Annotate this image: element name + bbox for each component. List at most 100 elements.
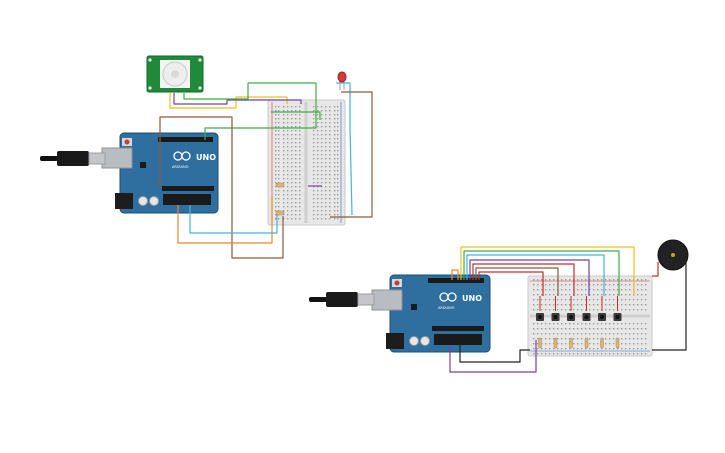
resistor[interactable] (584, 337, 589, 349)
push-button-cap (615, 315, 620, 319)
right-wire-buzzer-black[interactable] (652, 262, 687, 351)
right-push-buttons[interactable] (536, 313, 622, 321)
breadboard-hole (275, 158, 277, 160)
breadboard-hole (537, 338, 539, 340)
breadboard-hole (275, 146, 277, 148)
right-digital-header (428, 278, 484, 283)
breadboard-hole (569, 304, 571, 306)
right-wire-buzzer-red[interactable] (652, 262, 659, 277)
breadboard-hole (565, 299, 567, 301)
breadboard-hole (645, 309, 647, 311)
left-resistor[interactable] (275, 182, 285, 188)
right-wire-green[interactable] (463, 250, 620, 296)
right-circuit[interactable]: UNO ARDUINO (309, 239, 689, 373)
right-wire-purple[interactable] (469, 259, 590, 296)
breadboard-hole (325, 114, 327, 116)
left-wire-blue-signal[interactable] (189, 205, 278, 234)
breadboard-hole (337, 178, 339, 180)
breadboard-hole (605, 299, 607, 301)
left-circuit[interactable]: UNO ARDUINO (40, 55, 373, 259)
breadboard-hole (541, 284, 543, 286)
left-led[interactable] (337, 71, 347, 90)
left-arduino-board[interactable] (119, 132, 219, 214)
breadboard-hole (334, 174, 336, 176)
breadboard-hole (633, 338, 635, 340)
breadboard-hole (313, 162, 315, 164)
breadboard-hole (641, 328, 643, 330)
push-button-cap (569, 315, 573, 319)
right-wire-orange[interactable] (451, 269, 459, 280)
breadboard-hole (561, 289, 563, 291)
right-analog-header (432, 326, 484, 331)
left-breadboard[interactable] (267, 99, 346, 226)
right-arduino-board[interactable] (389, 274, 491, 353)
breadboard-hole (287, 162, 289, 164)
left-led-icon[interactable] (337, 71, 347, 83)
breadboard-hole (621, 338, 623, 340)
left-resistor[interactable] (275, 210, 285, 216)
breadboard-hole (549, 309, 551, 311)
breadboard-hole (541, 279, 543, 281)
right-wire-yellow[interactable] (460, 246, 635, 296)
left-wire-purple[interactable] (173, 93, 302, 105)
breadboard-hole (283, 130, 285, 132)
right-infinity-icon (447, 292, 457, 302)
right-arduino-uno[interactable]: UNO ARDUINO (371, 274, 491, 353)
breadboard-hole (275, 134, 277, 136)
right-wire-black-gnd[interactable] (459, 345, 530, 363)
breadboard-hole (641, 323, 643, 325)
right-piezo-buzzer[interactable] (657, 239, 689, 271)
breadboard-hole (589, 309, 591, 311)
breadboard-hole (577, 328, 579, 330)
left-wire-brown-led[interactable] (330, 91, 373, 218)
right-wires[interactable] (449, 246, 687, 373)
left-usb-cable[interactable] (40, 151, 106, 166)
resistor[interactable] (615, 337, 620, 349)
breadboard-hole (573, 348, 575, 350)
right-wire-brown[interactable] (475, 267, 559, 296)
left-wire-green-1[interactable] (183, 82, 317, 140)
breadboard-hole (625, 284, 627, 286)
left-wire-brown-gnd[interactable] (159, 116, 284, 259)
left-wire-blue-led[interactable] (336, 82, 353, 216)
breadboard-hole (545, 279, 547, 281)
breadboard-hole (299, 150, 301, 152)
left-wires[interactable] (159, 82, 373, 259)
breadboard-hole (278, 154, 280, 156)
left-wire-orange[interactable] (177, 196, 273, 244)
left-wire-yellow[interactable] (169, 93, 288, 109)
breadboard-hole (613, 279, 615, 281)
breadboard-hole (321, 202, 323, 204)
left-wire-green-2[interactable] (271, 111, 321, 120)
resistor[interactable] (538, 337, 542, 349)
breadboard-hole (291, 150, 293, 152)
right-wire-purple-gnd[interactable] (449, 340, 537, 373)
left-resistors[interactable] (275, 182, 285, 216)
right-wire-red-1[interactable] (472, 263, 575, 296)
breadboard-hole (329, 126, 331, 128)
breadboard-hole (295, 142, 297, 144)
left-usb-cable-tail (40, 156, 58, 161)
breadboard-hole (553, 284, 555, 286)
right-resistors[interactable] (538, 296, 620, 349)
resistor[interactable] (553, 337, 558, 349)
breadboard-hole (295, 178, 297, 180)
right-wire-blue[interactable] (466, 254, 605, 296)
breadboard-hole (291, 130, 293, 132)
right-wire-red-2[interactable] (478, 271, 544, 296)
left-arduino-uno[interactable]: UNO ARDUINO (101, 132, 219, 214)
resistor[interactable] (569, 337, 573, 349)
breadboard-hole (581, 299, 583, 301)
breadboard-hole (287, 134, 289, 136)
breadboard-hole (275, 186, 277, 188)
breadboard-hole (645, 343, 647, 345)
resistor[interactable] (600, 337, 604, 349)
left-pir-sensor[interactable] (146, 55, 204, 93)
right-usb-cable[interactable] (309, 292, 375, 307)
breadboard-hole (597, 328, 599, 330)
breadboard-hole (317, 214, 319, 216)
breadboard-hole (313, 198, 315, 200)
breadboard-hole (299, 154, 301, 156)
breadboard-hole (545, 304, 547, 306)
